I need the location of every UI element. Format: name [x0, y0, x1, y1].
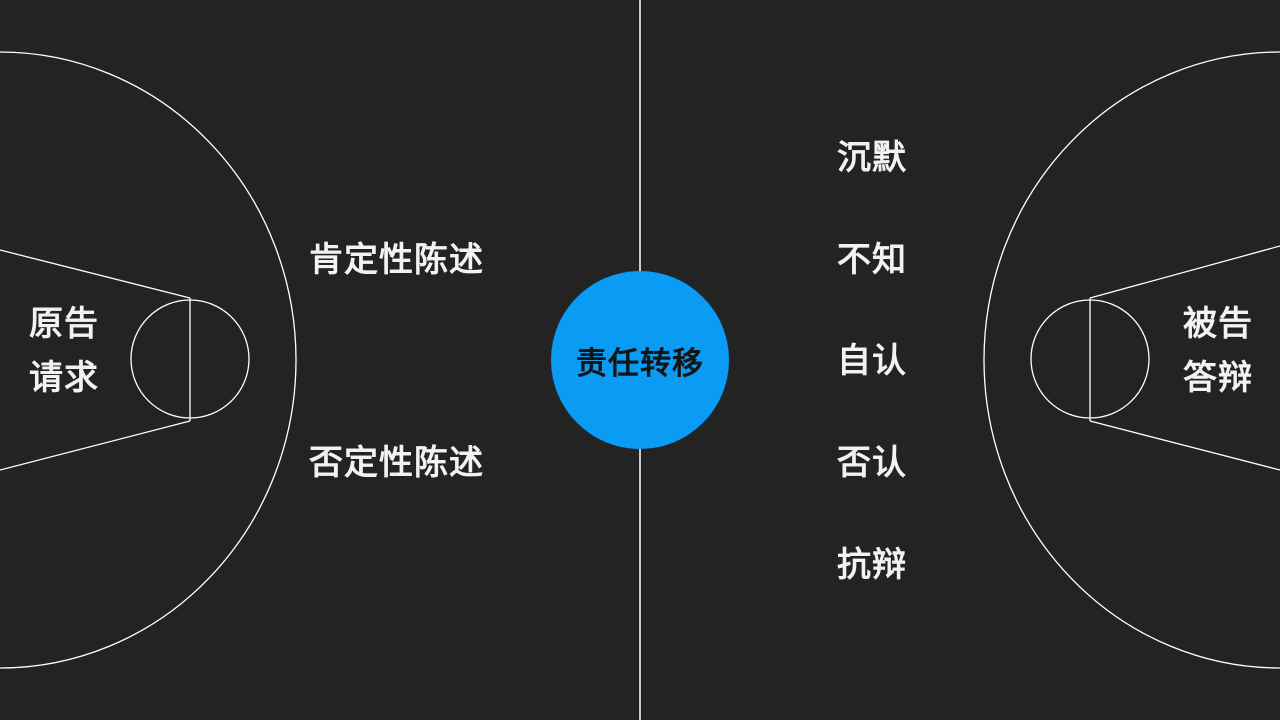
response-item-silence: 沉默 — [837, 138, 907, 178]
right-free-throw-circle — [1030, 299, 1150, 419]
left-free-throw-circle — [130, 299, 250, 419]
plaintiff-claim-label: 原告 请求 — [24, 297, 104, 405]
right-lane-top — [1089, 245, 1280, 299]
burden-shift-label: 责任转移 — [576, 345, 704, 382]
response-item-deny: 否认 — [837, 443, 907, 483]
burden-shift-circle: 责任转移 — [551, 271, 729, 449]
left-three-point-arc — [0, 51, 297, 669]
defendant-line-1: 被告 — [1183, 304, 1253, 344]
left-lane-bottom — [0, 420, 191, 471]
left-lane-top — [0, 249, 191, 299]
affirmative-statement-label: 肯定性陈述 — [309, 240, 484, 280]
defendant-response-label: 被告 答辩 — [1178, 297, 1258, 405]
response-item-unknown: 不知 — [837, 240, 907, 280]
right-lane-bottom — [1089, 420, 1280, 471]
negative-statement-label: 否定性陈述 — [309, 443, 484, 483]
defendant-line-2: 答辩 — [1183, 358, 1253, 398]
plaintiff-line-2: 请求 — [29, 358, 99, 398]
right-three-point-arc — [983, 51, 1280, 669]
response-item-admit: 自认 — [837, 341, 907, 381]
response-item-defense: 抗辩 — [837, 545, 907, 585]
plaintiff-line-1: 原告 — [29, 304, 99, 344]
